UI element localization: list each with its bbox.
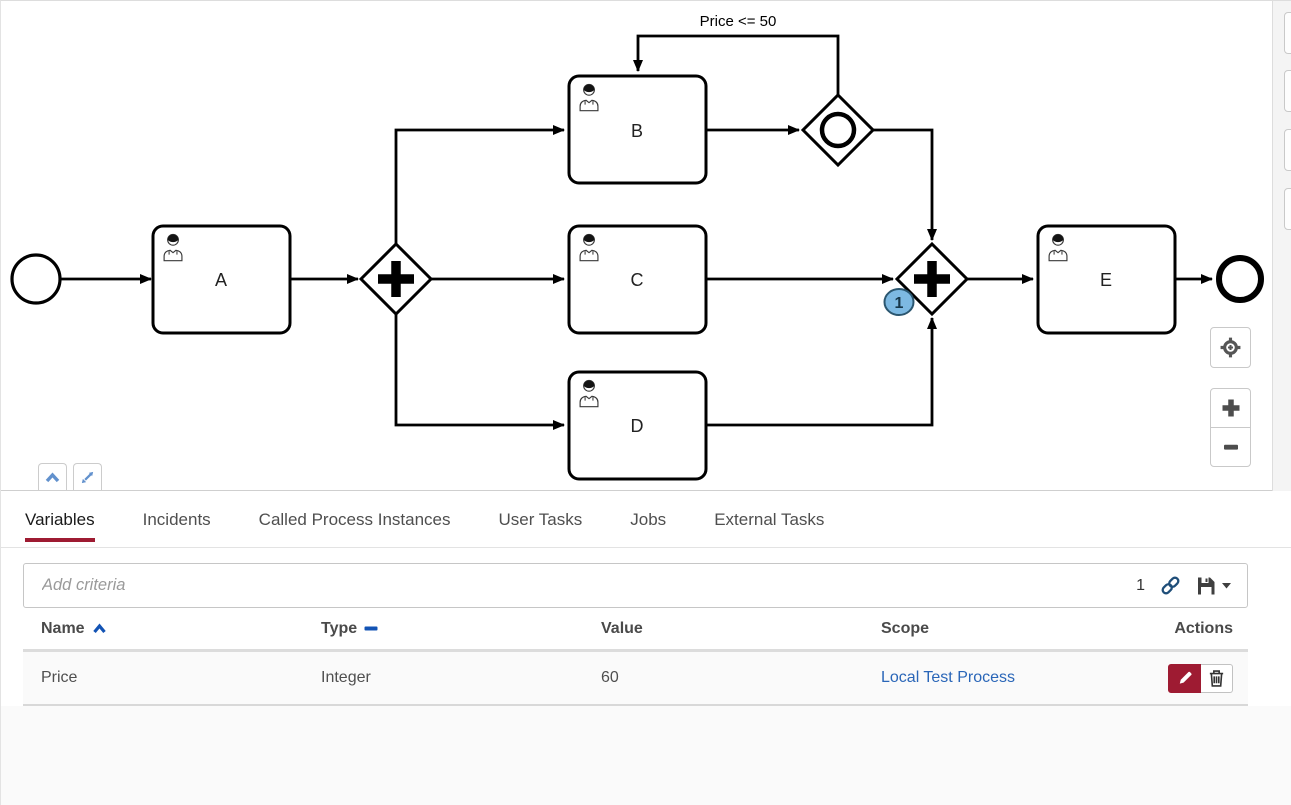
activity-instance-badge: 1 xyxy=(883,288,915,316)
plus-icon xyxy=(1222,399,1239,417)
start-event[interactable] xyxy=(10,253,62,305)
pencil-icon xyxy=(1179,671,1192,684)
table-footer-area xyxy=(1,706,1291,805)
task-b[interactable]: B xyxy=(567,74,708,185)
column-header-scope[interactable]: Scope xyxy=(863,620,1143,638)
task-a[interactable]: A xyxy=(151,224,292,335)
table-header-row: Name Type Value Scope xyxy=(23,608,1248,652)
svg-text:1: 1 xyxy=(895,295,904,312)
tab-jobs[interactable]: Jobs xyxy=(630,510,667,529)
header-scope-label: Scope xyxy=(881,619,930,637)
add-criteria-input[interactable] xyxy=(24,576,1137,595)
minus-icon xyxy=(1223,444,1238,450)
bpmn-diagram: Price <= 50 A B xyxy=(10,13,1264,481)
variables-table: Name Type Value Scope xyxy=(23,608,1248,706)
task-e[interactable]: E xyxy=(1036,224,1177,335)
tab-bar: Variables Incidents Called Process Insta… xyxy=(1,491,1291,548)
column-header-type[interactable]: Type xyxy=(303,620,583,638)
details-panel: Variables Incidents Called Process Insta… xyxy=(1,491,1291,805)
right-toolbar-rail xyxy=(1272,1,1291,491)
variable-actions-cell xyxy=(1143,663,1248,693)
tab-incidents[interactable]: Incidents xyxy=(142,510,211,529)
edit-variable-button[interactable] xyxy=(1168,663,1201,693)
svg-text:C: C xyxy=(631,270,644,290)
collapse-panel-button[interactable] xyxy=(38,463,67,490)
svg-text:B: B xyxy=(631,121,643,141)
tab-variables[interactable]: Variables xyxy=(25,509,95,542)
search-filter-bar: 1 xyxy=(23,563,1248,608)
tab-user-tasks[interactable]: User Tasks xyxy=(498,510,583,529)
variable-scope-cell: Local Test Process xyxy=(863,669,1143,687)
end-event[interactable] xyxy=(1216,255,1264,303)
maximize-panel-button[interactable] xyxy=(73,463,102,490)
rail-button-4[interactable] xyxy=(1284,188,1291,230)
column-header-actions: Actions xyxy=(1143,620,1248,638)
copy-link-button[interactable] xyxy=(1160,575,1181,596)
expand-arrows-icon xyxy=(81,471,94,483)
column-header-name[interactable]: Name xyxy=(23,620,303,638)
reset-zoom-button[interactable] xyxy=(1210,327,1251,368)
task-d[interactable]: D xyxy=(567,370,708,481)
variable-name-cell: Price xyxy=(41,669,78,686)
rail-button-1[interactable] xyxy=(1284,12,1291,54)
sort-none-icon[interactable] xyxy=(364,626,378,631)
sequence-flows xyxy=(61,34,1213,430)
diagram-section: Price <= 50 A B xyxy=(1,1,1291,491)
header-name-label: Name xyxy=(41,619,85,637)
table-row: Price Integer 60 Local Test Process xyxy=(23,652,1248,706)
result-count: 1 xyxy=(1136,576,1145,594)
panel-controls xyxy=(38,463,102,490)
header-actions-label: Actions xyxy=(1174,619,1233,637)
zoom-in-button[interactable] xyxy=(1210,388,1251,428)
header-value-label: Value xyxy=(601,619,643,637)
rail-button-3[interactable] xyxy=(1284,129,1291,171)
svg-text:E: E xyxy=(1100,270,1112,290)
scope-link[interactable]: Local Test Process xyxy=(881,669,1015,686)
parallel-gateway-join[interactable] xyxy=(894,241,970,317)
parallel-gateway-split[interactable] xyxy=(358,241,434,317)
chevron-up-icon xyxy=(45,471,60,482)
caret-down-icon xyxy=(1222,582,1231,588)
rail-button-2[interactable] xyxy=(1284,70,1291,112)
tab-called-process-instances[interactable]: Called Process Instances xyxy=(258,510,451,529)
delete-variable-button[interactable] xyxy=(1201,663,1233,693)
header-type-label: Type xyxy=(321,619,358,637)
filter-controls: 1 xyxy=(1136,575,1247,596)
link-icon xyxy=(1161,576,1180,595)
zoom-out-button[interactable] xyxy=(1210,427,1251,467)
task-c[interactable]: C xyxy=(567,224,708,335)
trash-icon xyxy=(1209,670,1224,687)
variable-value-cell: 60 xyxy=(601,669,619,686)
save-icon xyxy=(1198,577,1215,594)
bpmn-canvas[interactable]: Price <= 50 A B xyxy=(1,1,1272,491)
tab-external-tasks[interactable]: External Tasks xyxy=(714,510,825,529)
sort-asc-icon[interactable] xyxy=(92,623,107,634)
crosshair-icon xyxy=(1220,337,1241,358)
svg-text:D: D xyxy=(631,416,644,436)
inclusive-gateway[interactable] xyxy=(800,92,876,168)
save-filter-button[interactable] xyxy=(1196,576,1232,596)
svg-text:A: A xyxy=(215,270,227,290)
variable-type-cell: Integer xyxy=(321,669,371,686)
sequence-flow-label: Price <= 50 xyxy=(700,13,777,30)
column-header-value[interactable]: Value xyxy=(583,620,863,638)
